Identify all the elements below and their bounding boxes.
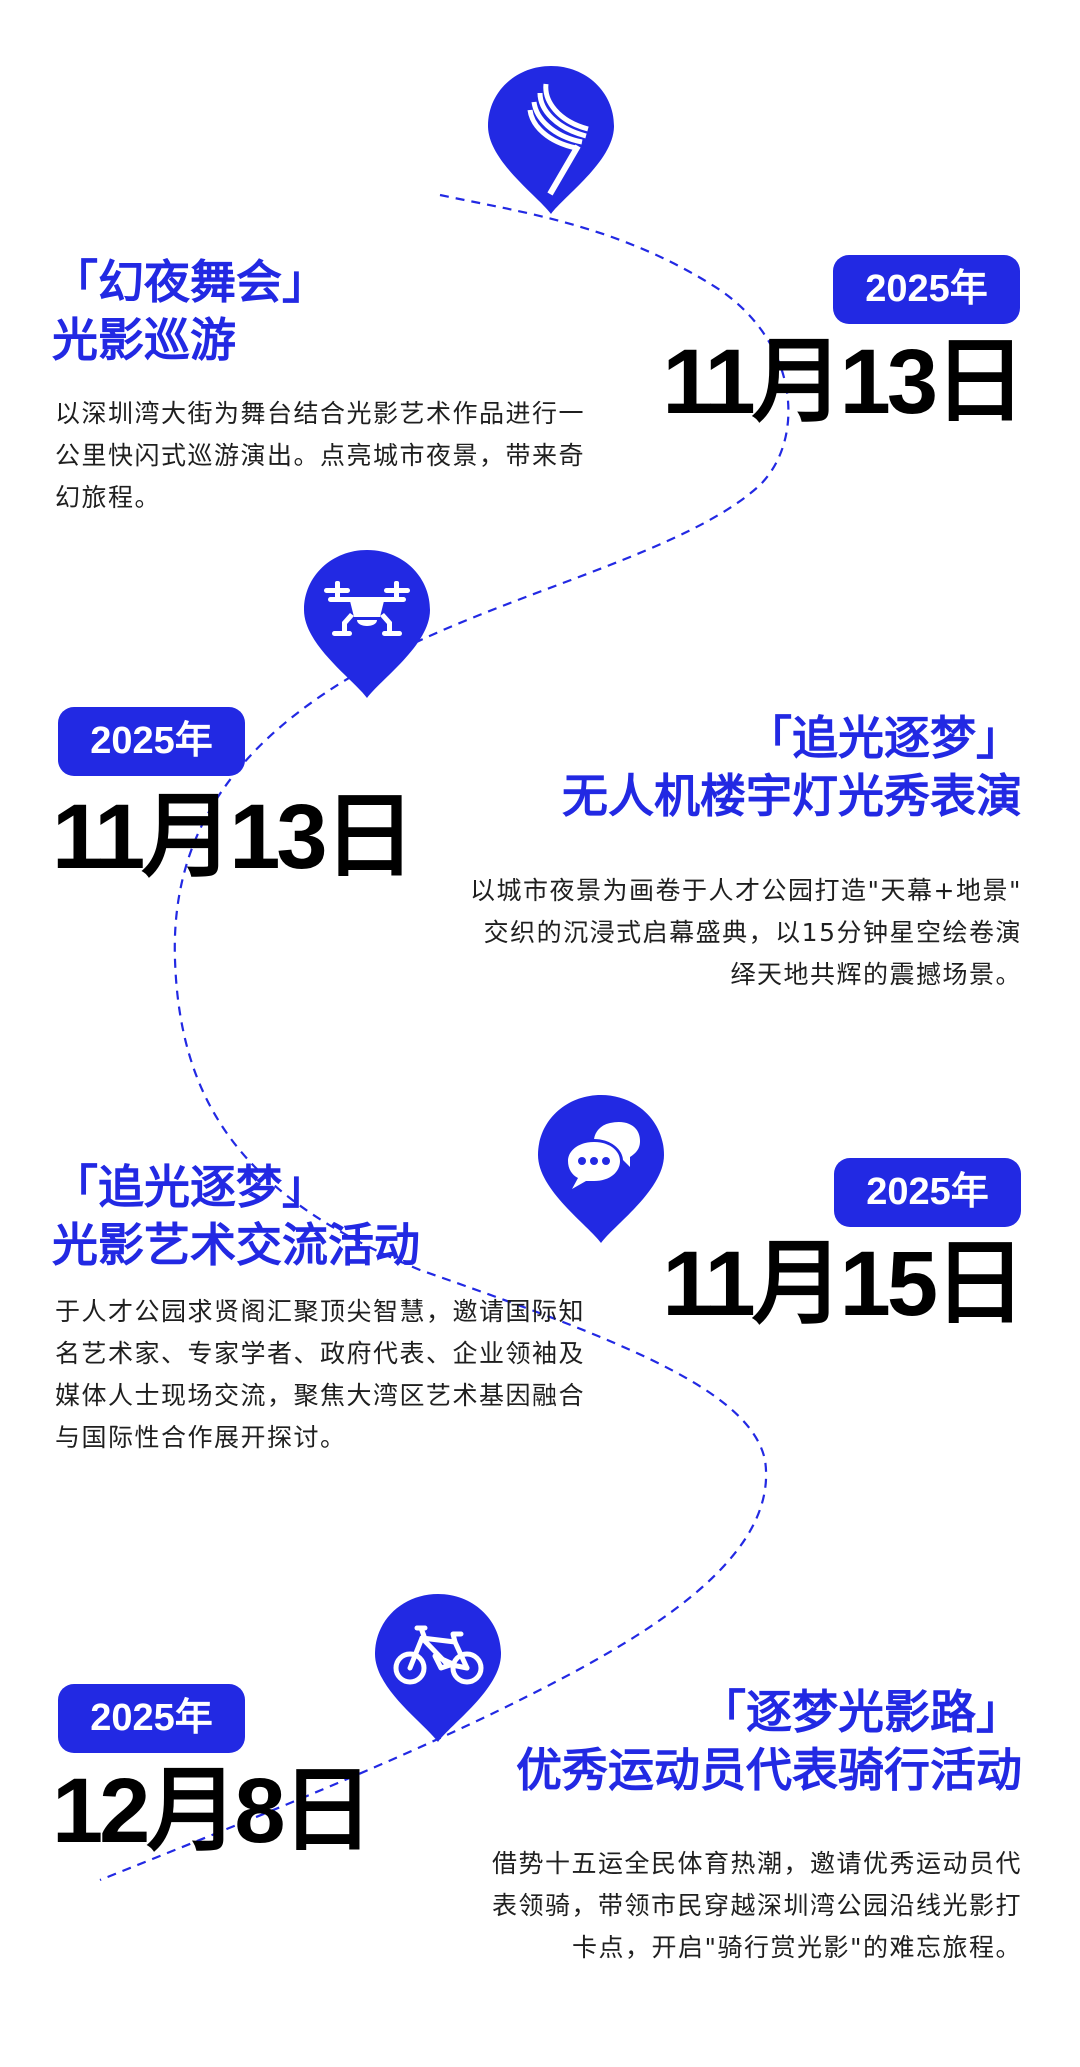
event-4-title-line-2: 优秀运动员代表骑行活动	[516, 1743, 1022, 1797]
event-1-year-badge: 2025年	[833, 255, 1020, 324]
event-4-year-badge: 2025年	[58, 1684, 245, 1753]
event-4-title: 「逐梦光影路」 优秀运动员代表骑行活动	[516, 1683, 1022, 1799]
event-3-title-line-2: 光影艺术交流活动	[52, 1218, 420, 1272]
drone-icon	[304, 550, 430, 698]
event-2-description: 以城市夜景为画卷于人才公园打造"天幕+地景" 交织的沉浸式启幕盛典，以15分钟星…	[470, 870, 1022, 996]
event-4-description: 借势十五运全民体育热潮，邀请优秀运动员代 表领骑，带领市民穿越深圳湾公园沿线光影…	[492, 1843, 1022, 1969]
description-line: 于人才公园求贤阁汇聚顶尖智慧，邀请国际知	[55, 1297, 586, 1326]
fan-flag-icon	[488, 66, 614, 214]
description-line: 卡点，开启"骑行赏光影"的难忘旅程。	[572, 1933, 1022, 1962]
event-1-title-line-1: 「幻夜舞会」	[52, 255, 328, 309]
description-line: 公里快闪式巡游演出。点亮城市夜景，带来奇	[55, 441, 586, 470]
event-2-year-badge: 2025年	[58, 707, 245, 776]
event-3-description: 于人才公园求贤阁汇聚顶尖智慧，邀请国际知 名艺术家、专家学者、政府代表、企业领袖…	[55, 1291, 585, 1459]
event-2-title: 「追光逐梦」 无人机楼宇灯光秀表演	[562, 709, 1022, 825]
description-line: 以城市夜景为画卷于人才公园打造"天幕+地景"	[470, 876, 1022, 905]
event-3-year-badge: 2025年	[834, 1158, 1021, 1227]
event-4-title-line-1: 「逐梦光影路」	[700, 1685, 1022, 1739]
event-1-pin	[488, 66, 614, 214]
description-line: 以深圳湾大街为舞台结合光影艺术作品进行一	[55, 399, 586, 428]
event-1-title-line-2: 光影巡游	[52, 313, 236, 367]
description-line: 表领骑，带领市民穿越深圳湾公园沿线光影打	[491, 1891, 1022, 1920]
description-line: 与国际性合作展开探讨。	[55, 1423, 347, 1452]
chat-bubbles-icon	[538, 1095, 664, 1243]
event-3-pin	[538, 1095, 664, 1243]
description-line: 幻旅程。	[55, 483, 162, 512]
event-2-date: 11月13日	[52, 786, 416, 888]
event-2-title-line-2: 无人机楼宇灯光秀表演	[562, 769, 1022, 823]
event-3-date: 11月15日	[662, 1233, 1026, 1335]
event-1-title: 「幻夜舞会」 光影巡游	[52, 253, 328, 369]
event-3-title: 「追光逐梦」 光影艺术交流活动	[52, 1158, 420, 1274]
event-4-pin	[375, 1594, 501, 1742]
event-2-title-line-1: 「追光逐梦」	[746, 711, 1022, 765]
description-line: 绎天地共辉的震撼场景。	[730, 960, 1022, 989]
description-line: 媒体人士现场交流，聚焦大湾区艺术基因融合	[55, 1381, 586, 1410]
event-1-date: 11月13日	[662, 331, 1026, 433]
event-1-description: 以深圳湾大街为舞台结合光影艺术作品进行一 公里快闪式巡游演出。点亮城市夜景，带来…	[55, 393, 585, 519]
description-line: 借势十五运全民体育热潮，邀请优秀运动员代	[491, 1849, 1022, 1878]
event-4-date: 12月8日	[52, 1760, 373, 1862]
event-2-pin	[304, 550, 430, 698]
event-3-title-line-1: 「追光逐梦」	[52, 1160, 328, 1214]
description-line: 交织的沉浸式启幕盛典，以15分钟星空绘卷演	[483, 918, 1022, 947]
bicycle-icon	[375, 1594, 501, 1742]
description-line: 名艺术家、专家学者、政府代表、企业领袖及	[55, 1339, 586, 1368]
